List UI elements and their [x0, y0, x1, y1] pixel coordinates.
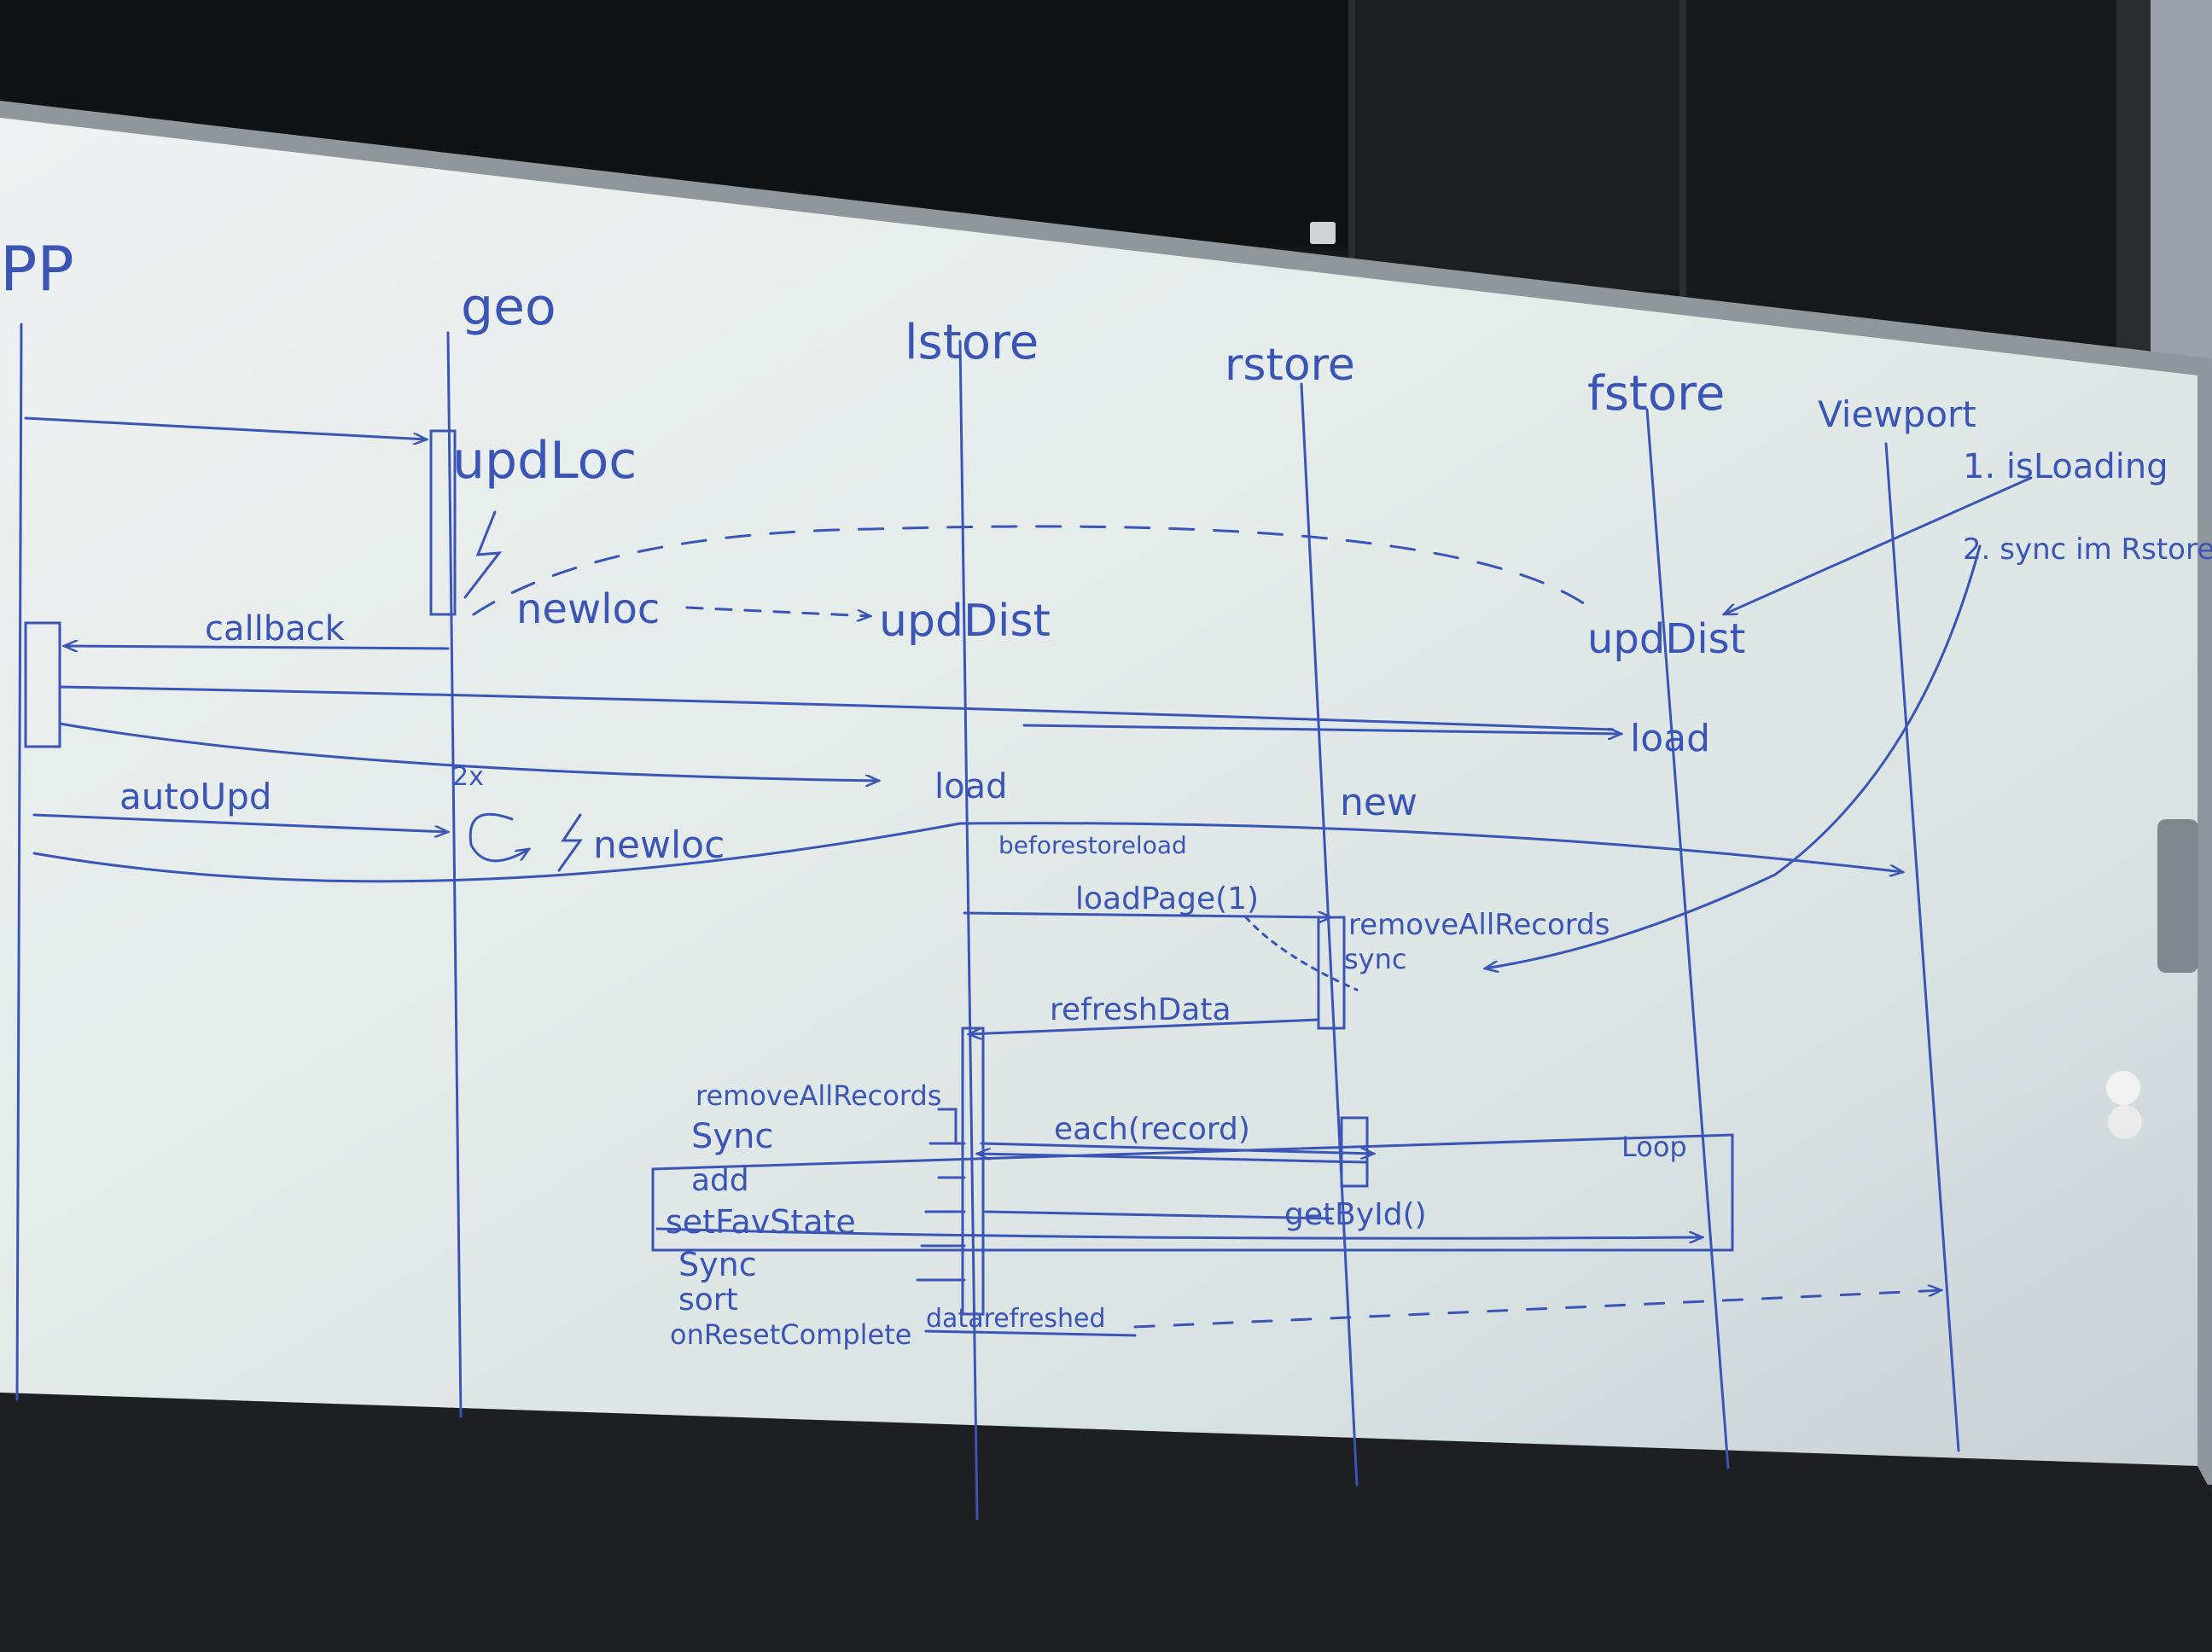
arrow-updLoc	[24, 416, 427, 439]
arrow-callback	[64, 646, 450, 649]
lifeline-label-rstore: rstore	[1225, 340, 1355, 391]
note-isLoading: 1. isLoading	[1963, 447, 2168, 486]
lightning-icon	[557, 813, 583, 872]
label-datarefreshed: datarefreshed	[926, 1304, 1106, 1334]
lifeline-label-viewport: Viewport	[1818, 393, 1976, 435]
board-surface	[0, 118, 2197, 1466]
lifeline-rstore	[1300, 382, 1359, 1486]
line-app-to-fstore	[58, 685, 1615, 731]
label-beforestoreload: beforestoreload	[998, 831, 1187, 859]
lifeline-label-lstore: lstore	[905, 315, 1039, 370]
underline-datarefreshed	[924, 1329, 1137, 1337]
dashed-datarefreshed	[1133, 1290, 1941, 1329]
magnet-icon	[2106, 1071, 2140, 1105]
lifeline-fstore	[1645, 408, 1730, 1469]
activation-geo	[429, 429, 457, 616]
arrow-return-record	[977, 1154, 1367, 1164]
dashed-newloc-updDist	[472, 525, 1589, 616]
label-onResetComplete: onResetComplete	[670, 1318, 911, 1351]
label-setFavState: setFavState	[666, 1203, 856, 1241]
lifeline-lstore	[958, 340, 979, 1521]
board-bottom-shadow	[0, 1393, 2212, 1652]
label-newloc-2: newloc	[593, 823, 725, 867]
lifeline-label-fstore: fstore	[1587, 366, 1725, 422]
line-setFavState	[984, 1210, 1333, 1220]
magnet-icon	[2108, 1105, 2142, 1139]
arrow-getById	[655, 1227, 1703, 1238]
arrow-loadPage	[963, 913, 1331, 917]
label-load-lstore: load	[934, 767, 1008, 806]
lightning-icon	[463, 510, 503, 599]
label-updDist-lstore: updDist	[879, 596, 1051, 647]
label-updDist-fstore: updDist	[1587, 615, 1745, 663]
lifeline-viewport	[1884, 442, 1960, 1452]
note-arrow-sync	[1485, 544, 1982, 969]
label-add: add	[691, 1163, 749, 1198]
label-autoUpd: autoUpd	[119, 776, 272, 817]
loop-frame	[651, 1133, 1734, 1252]
arrow-autoUpd	[32, 813, 448, 832]
label-refreshData: refreshData	[1050, 992, 1231, 1027]
label-newloc-1: newloc	[516, 585, 660, 633]
label-sync-2: Sync	[691, 1117, 773, 1156]
label-loop: Loop	[1621, 1131, 1687, 1163]
label-removeAllRecords-rstore: removeAllRecords	[1348, 908, 1610, 942]
label-each-record: each(record)	[1054, 1112, 1250, 1147]
label-sync-3: Sync	[678, 1246, 757, 1283]
arrow-load-fstore	[1022, 724, 1621, 734]
label-loadPage: loadPage(1)	[1075, 881, 1259, 916]
lifeline-label-geo: geo	[461, 277, 556, 337]
lstore-self-calls	[916, 1108, 966, 1282]
label-load-fstore: load	[1630, 717, 1710, 760]
label-updLoc: updLoc	[452, 431, 637, 491]
lifeline-geo	[446, 331, 463, 1418]
activation-app	[24, 621, 61, 748]
label-callback: callback	[205, 609, 346, 649]
latch-icon	[1310, 222, 1336, 244]
cabinet-panels	[0, 0, 2212, 358]
label-new: new	[1340, 781, 1417, 824]
diagram-ink	[15, 323, 2033, 1521]
arrow-load-lstore	[58, 722, 879, 781]
arrow-each-record	[980, 1142, 1374, 1154]
diagram-labels: PP geo lstore rstore fstore Viewport 1. …	[0, 233, 2212, 1351]
lifeline-app	[15, 323, 23, 1401]
arrow-new-viewport	[32, 822, 1903, 883]
marker-tray-icon	[2157, 819, 2198, 973]
label-getById: getById()	[1284, 1197, 1427, 1232]
label-sort: sort	[678, 1283, 738, 1318]
label-sync-rstore: sync	[1344, 943, 1406, 975]
dotted-sync	[1244, 916, 1359, 992]
self-loop-newloc	[469, 812, 529, 863]
arrow-refreshData	[969, 1018, 1320, 1034]
note-sync-rstore: 2. sync im Rstore	[1963, 532, 2212, 567]
label-removeAllRecords-lstore: removeAllRecords	[696, 1079, 941, 1112]
note-arrow-isLoading	[1724, 476, 2033, 616]
lifeline-label-app: PP	[0, 233, 74, 305]
label-2x: 2x	[452, 762, 484, 792]
dashed-arrow-updDist	[685, 606, 870, 616]
